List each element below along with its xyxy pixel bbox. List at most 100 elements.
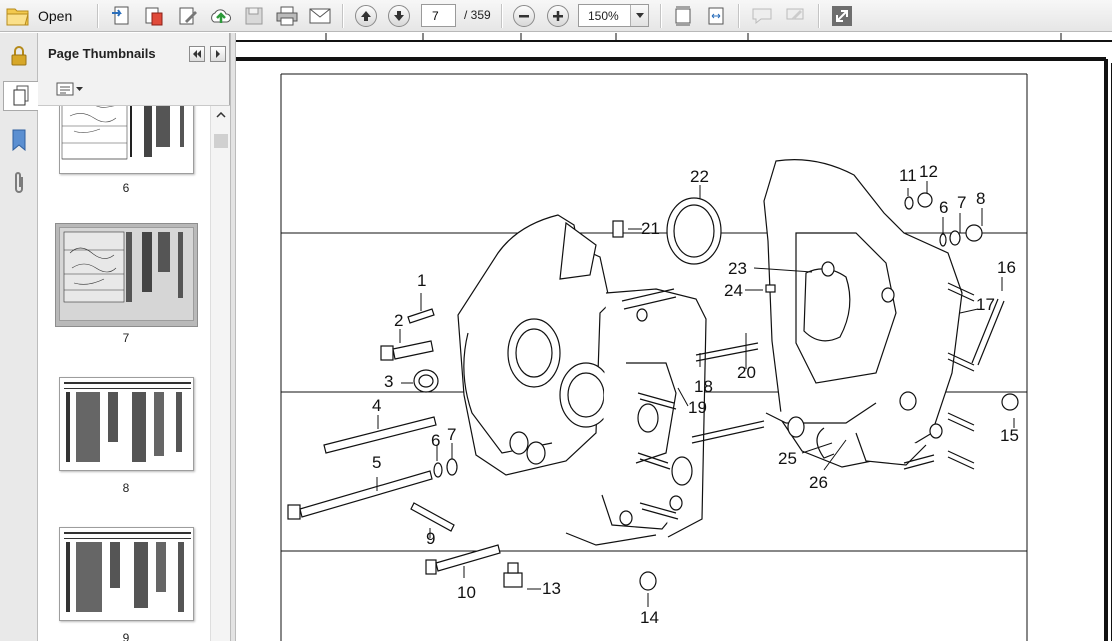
envelope-icon <box>309 8 331 24</box>
chevron-right-icon <box>216 50 220 58</box>
callout-25: 25 <box>778 449 797 468</box>
chevron-down-icon <box>635 12 644 18</box>
cloud-upload-icon <box>211 9 231 23</box>
thumbnail-page-6[interactable] <box>59 106 194 174</box>
callout-8: 8 <box>976 189 986 208</box>
callouts-layer: 1 2 3 4 5 6 7 9 10 13 14 18 19 20 21 22 … <box>236 33 1112 641</box>
save-button[interactable] <box>241 3 267 29</box>
callout-16: 16 <box>997 258 1016 277</box>
main-toolbar: Open <box>0 0 1112 32</box>
callout-24: 24 <box>724 281 743 300</box>
highlighter-pen-icon <box>786 8 804 20</box>
scroll-up-button[interactable] <box>214 108 228 122</box>
thumbnail-label: 6 <box>122 181 130 195</box>
page-total: / 359 <box>464 8 491 22</box>
callout-7: 7 <box>447 425 457 444</box>
fit-width-button[interactable] <box>703 3 729 29</box>
page-number-input[interactable] <box>421 4 456 27</box>
create-pdf-icon <box>112 6 129 25</box>
email-button[interactable] <box>307 3 333 29</box>
combine-files-button[interactable] <box>141 3 167 29</box>
expand-arrows-icon <box>832 6 852 26</box>
callout-9: 9 <box>426 529 436 548</box>
combine-files-icon <box>145 7 163 26</box>
edit-document-icon <box>179 7 197 25</box>
bookmarks-tab[interactable] <box>4 125 34 155</box>
toolbar-separator <box>501 4 502 28</box>
callout-23: 23 <box>728 259 747 278</box>
paperclip-icon <box>15 172 23 193</box>
create-pdf-button[interactable] <box>108 3 134 29</box>
thumbnail-page-preview <box>64 382 191 462</box>
chevron-up-icon <box>216 112 226 118</box>
highlight-button[interactable] <box>782 3 808 29</box>
print-button[interactable] <box>274 3 300 29</box>
callout-19: 19 <box>688 398 707 417</box>
pages-icon <box>13 85 29 106</box>
panel-header: Page Thumbnails <box>38 33 229 73</box>
callout-26: 26 <box>809 473 828 492</box>
callout-1: 1 <box>417 271 427 290</box>
callout-14: 14 <box>640 608 659 627</box>
thumbnail-page-preview <box>64 532 191 612</box>
callout-21: 21 <box>641 219 660 238</box>
fit-page-button[interactable] <box>670 3 696 29</box>
fit-page-icon <box>675 6 691 26</box>
thumbnail-page-preview <box>63 231 183 303</box>
comment-bubble-icon <box>752 8 772 25</box>
thumbnail-label: 9 <box>122 631 130 641</box>
thumbnail-page-8[interactable] <box>59 377 194 471</box>
zoom-level-select[interactable]: 150% <box>578 4 649 27</box>
edit-button[interactable] <box>175 3 201 29</box>
scrollbar-thumb[interactable] <box>214 134 228 148</box>
callout-22: 22 <box>690 167 709 186</box>
expand-button[interactable] <box>829 3 855 29</box>
arrow-down-icon <box>394 11 404 21</box>
thumbnail-list: 6 7 <box>38 105 230 641</box>
callout-5: 5 <box>372 453 382 472</box>
folder-open-icon <box>6 8 29 26</box>
thumbnail-scrollbar[interactable] <box>210 106 230 641</box>
parts-diagram-page <box>236 33 1112 641</box>
zoom-out-button[interactable] <box>511 3 537 29</box>
callout-17: 17 <box>976 295 995 314</box>
comment-button[interactable] <box>749 3 775 29</box>
document-view[interactable]: 1 2 3 4 5 6 7 9 10 13 14 18 19 20 21 22 … <box>236 33 1112 641</box>
thumbnail-page-7[interactable] <box>59 227 194 321</box>
toolbar-separator <box>660 4 661 28</box>
thumbnail-label: 7 <box>122 331 130 345</box>
upload-button[interactable] <box>208 3 234 29</box>
zoom-in-button[interactable] <box>545 3 571 29</box>
thumbnail-page-preview <box>61 106 184 160</box>
attachments-tab[interactable] <box>4 168 34 198</box>
collapse-panel-button[interactable] <box>189 46 205 62</box>
callout-4: 4 <box>372 396 382 415</box>
next-page-button[interactable] <box>386 3 412 29</box>
callout-2: 2 <box>394 311 404 330</box>
previous-page-button[interactable] <box>353 3 379 29</box>
arrow-up-icon <box>361 11 371 21</box>
thumbnail-label: 8 <box>122 481 130 495</box>
toolbar-separator <box>818 4 819 28</box>
callout-7b: 7 <box>957 193 967 212</box>
callout-6: 6 <box>431 431 441 450</box>
open-button[interactable]: Open <box>6 3 72 29</box>
lock-icon <box>11 46 27 66</box>
security-lock-button[interactable] <box>4 41 34 71</box>
double-chevron-left-icon <box>193 50 201 58</box>
thumbnail-options-button[interactable] <box>56 79 88 99</box>
right-crankcase-drawing <box>763 159 963 468</box>
callout-10: 10 <box>457 583 476 602</box>
plus-icon <box>553 11 563 21</box>
expand-panel-button[interactable] <box>210 46 226 62</box>
thumbnail-page-9[interactable] <box>59 527 194 621</box>
options-list-icon <box>56 82 74 96</box>
left-crankcase-drawing <box>457 214 707 546</box>
panel-splitter[interactable] <box>230 33 236 641</box>
callout-18: 18 <box>694 377 713 396</box>
toolbar-separator <box>342 4 343 28</box>
callout-6b: 6 <box>939 198 949 217</box>
toolbar-separator <box>97 4 98 28</box>
page-thumbnails-tab[interactable] <box>3 81 38 111</box>
chevron-down-icon <box>76 86 83 91</box>
